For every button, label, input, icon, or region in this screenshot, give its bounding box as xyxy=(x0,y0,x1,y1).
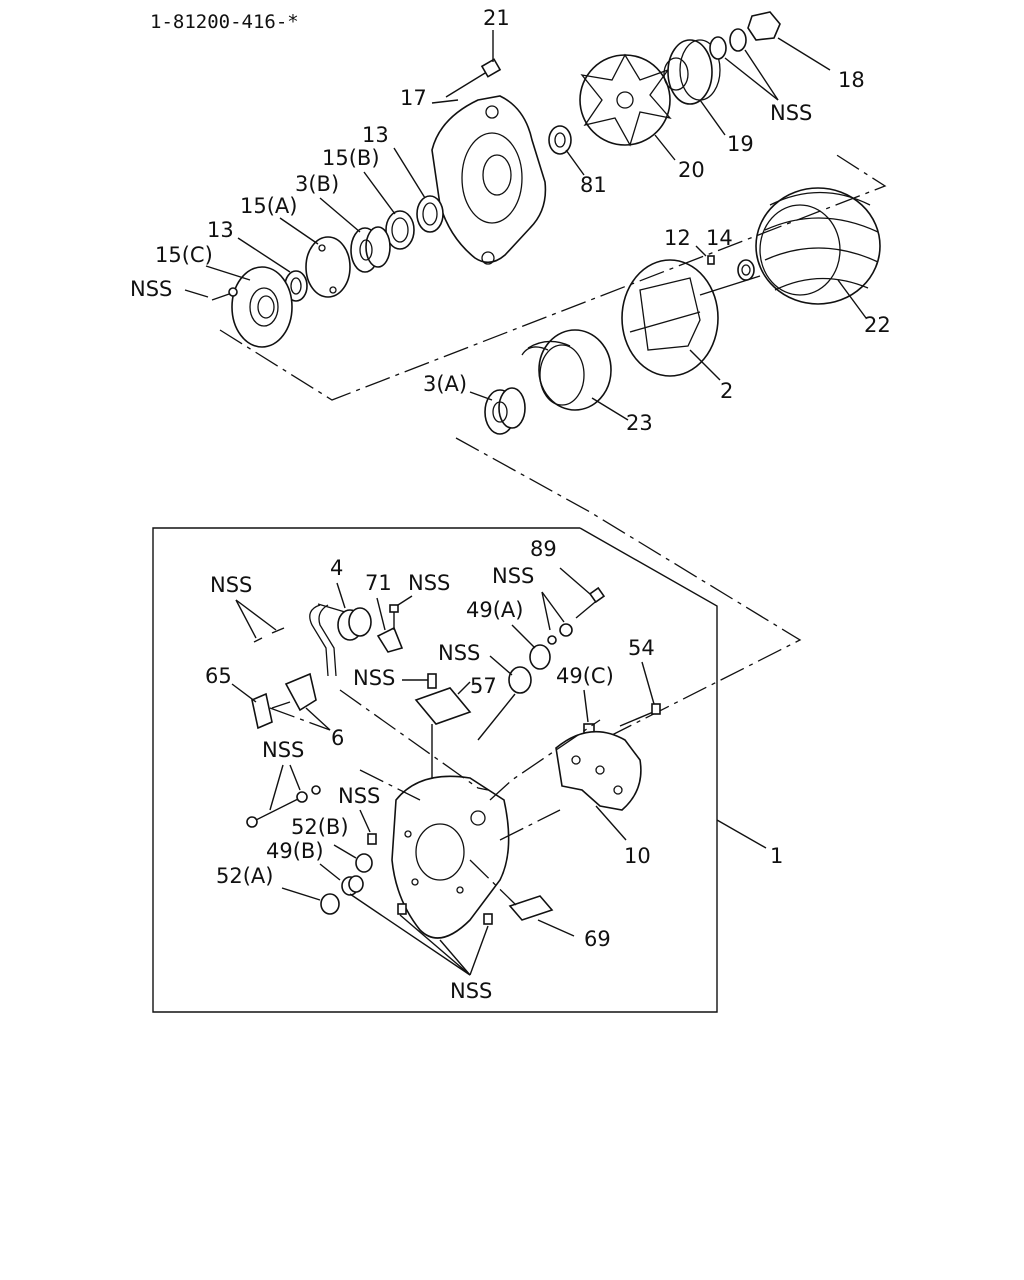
cover-15c xyxy=(205,265,293,348)
label-4: 4 xyxy=(330,556,343,580)
rectifier-10 xyxy=(555,730,642,841)
screw-71-nss xyxy=(389,595,413,630)
label-13-lower: 13 xyxy=(207,218,234,242)
label-nss-washers: NSS xyxy=(770,101,812,125)
label-15a: 15(A) xyxy=(240,194,297,218)
label-17: 17 xyxy=(400,86,427,110)
rear-housing xyxy=(391,775,510,939)
washers-nss xyxy=(709,28,779,101)
label-2: 2 xyxy=(720,379,733,403)
stator-22 xyxy=(755,187,881,319)
label-89: 89 xyxy=(530,537,557,561)
bushing-49c xyxy=(583,689,595,735)
guide-line-mid xyxy=(455,437,802,736)
ring-14 xyxy=(737,259,755,281)
pulley-19 xyxy=(663,39,726,136)
label-6: 6 xyxy=(331,726,344,750)
bearing-3b xyxy=(319,197,391,273)
label-69: 69 xyxy=(584,927,611,951)
bracket-57 xyxy=(414,681,472,780)
label-57: 57 xyxy=(470,674,497,698)
label-nss-57: NSS xyxy=(353,666,395,690)
plug-52b xyxy=(333,844,373,873)
bushing-49a xyxy=(511,624,551,670)
terminal-wire-4 xyxy=(309,582,346,677)
label-81: 81 xyxy=(580,173,607,197)
label-nss-mid: NSS xyxy=(338,784,380,808)
bolt-21 xyxy=(445,30,502,98)
leader-1 xyxy=(716,819,767,849)
label-49b: 49(B) xyxy=(266,839,324,863)
label-20: 20 xyxy=(678,158,705,182)
bolt-89 xyxy=(559,567,606,619)
label-22: 22 xyxy=(864,313,891,337)
label-15b: 15(B) xyxy=(322,146,380,170)
plug-71 xyxy=(376,597,404,653)
oring-nss xyxy=(477,655,532,741)
regulator-65 xyxy=(231,683,273,730)
nut-18 xyxy=(747,11,831,71)
label-10: 10 xyxy=(624,844,651,868)
label-3a: 3(A) xyxy=(423,372,467,396)
frame-outline xyxy=(152,527,718,1013)
screw-nss-mid xyxy=(359,809,377,845)
plate-15a xyxy=(279,217,351,298)
label-12: 12 xyxy=(664,226,691,250)
label-52a: 52(A) xyxy=(216,864,273,888)
label-65: 65 xyxy=(205,664,232,688)
label-49a: 49(A) xyxy=(466,598,523,622)
bolt-54 xyxy=(619,661,661,727)
label-18: 18 xyxy=(838,68,865,92)
label-52b: 52(B) xyxy=(291,815,349,839)
label-21: 21 xyxy=(483,6,510,30)
plug-52a xyxy=(281,887,340,915)
bearing-3a xyxy=(469,387,526,435)
label-71: 71 xyxy=(365,571,392,595)
cap xyxy=(337,607,372,641)
guide-line-bottom xyxy=(269,689,601,906)
label-49c: 49(C) xyxy=(556,664,614,688)
bracket-6 xyxy=(271,672,331,731)
guide-line-top xyxy=(219,151,887,401)
coil-23 xyxy=(521,329,629,421)
label-nss-bottom: NSS xyxy=(450,979,492,1003)
label-nss-89: NSS xyxy=(492,564,534,588)
label-nss-oring: NSS xyxy=(438,641,480,665)
label-15c: 15(C) xyxy=(155,243,213,267)
label-3b: 3(B) xyxy=(295,172,339,196)
label-13: 13 xyxy=(362,123,389,147)
fan-20 xyxy=(579,53,676,161)
label-54: 54 xyxy=(628,636,655,660)
pin-12 xyxy=(695,245,715,265)
nut-89-nss xyxy=(541,591,573,645)
through-bolt-nss xyxy=(246,764,321,828)
bushing-49b xyxy=(319,863,364,896)
label-nss-top: NSS xyxy=(130,277,172,301)
label-nss-bolt: NSS xyxy=(262,738,304,762)
front-housing-17 xyxy=(431,95,547,265)
screws-nss-bottom xyxy=(349,893,493,976)
bearing-81 xyxy=(548,125,585,176)
pins-nss xyxy=(235,599,285,643)
label-nss-pins: NSS xyxy=(210,573,252,597)
screw-nss-top xyxy=(184,287,238,301)
label-nss-71: NSS xyxy=(408,571,450,595)
cover-15b xyxy=(363,171,415,250)
rotor-2 xyxy=(621,259,761,381)
spacer-13 xyxy=(393,147,444,233)
terminal-69 xyxy=(508,895,575,937)
label-1: 1 xyxy=(770,844,783,868)
screw-57-nss xyxy=(402,673,437,689)
label-14: 14 xyxy=(706,226,733,250)
label-19: 19 xyxy=(727,132,754,156)
reference-number: 1-81200-416-* xyxy=(150,11,299,33)
label-23: 23 xyxy=(626,411,653,435)
